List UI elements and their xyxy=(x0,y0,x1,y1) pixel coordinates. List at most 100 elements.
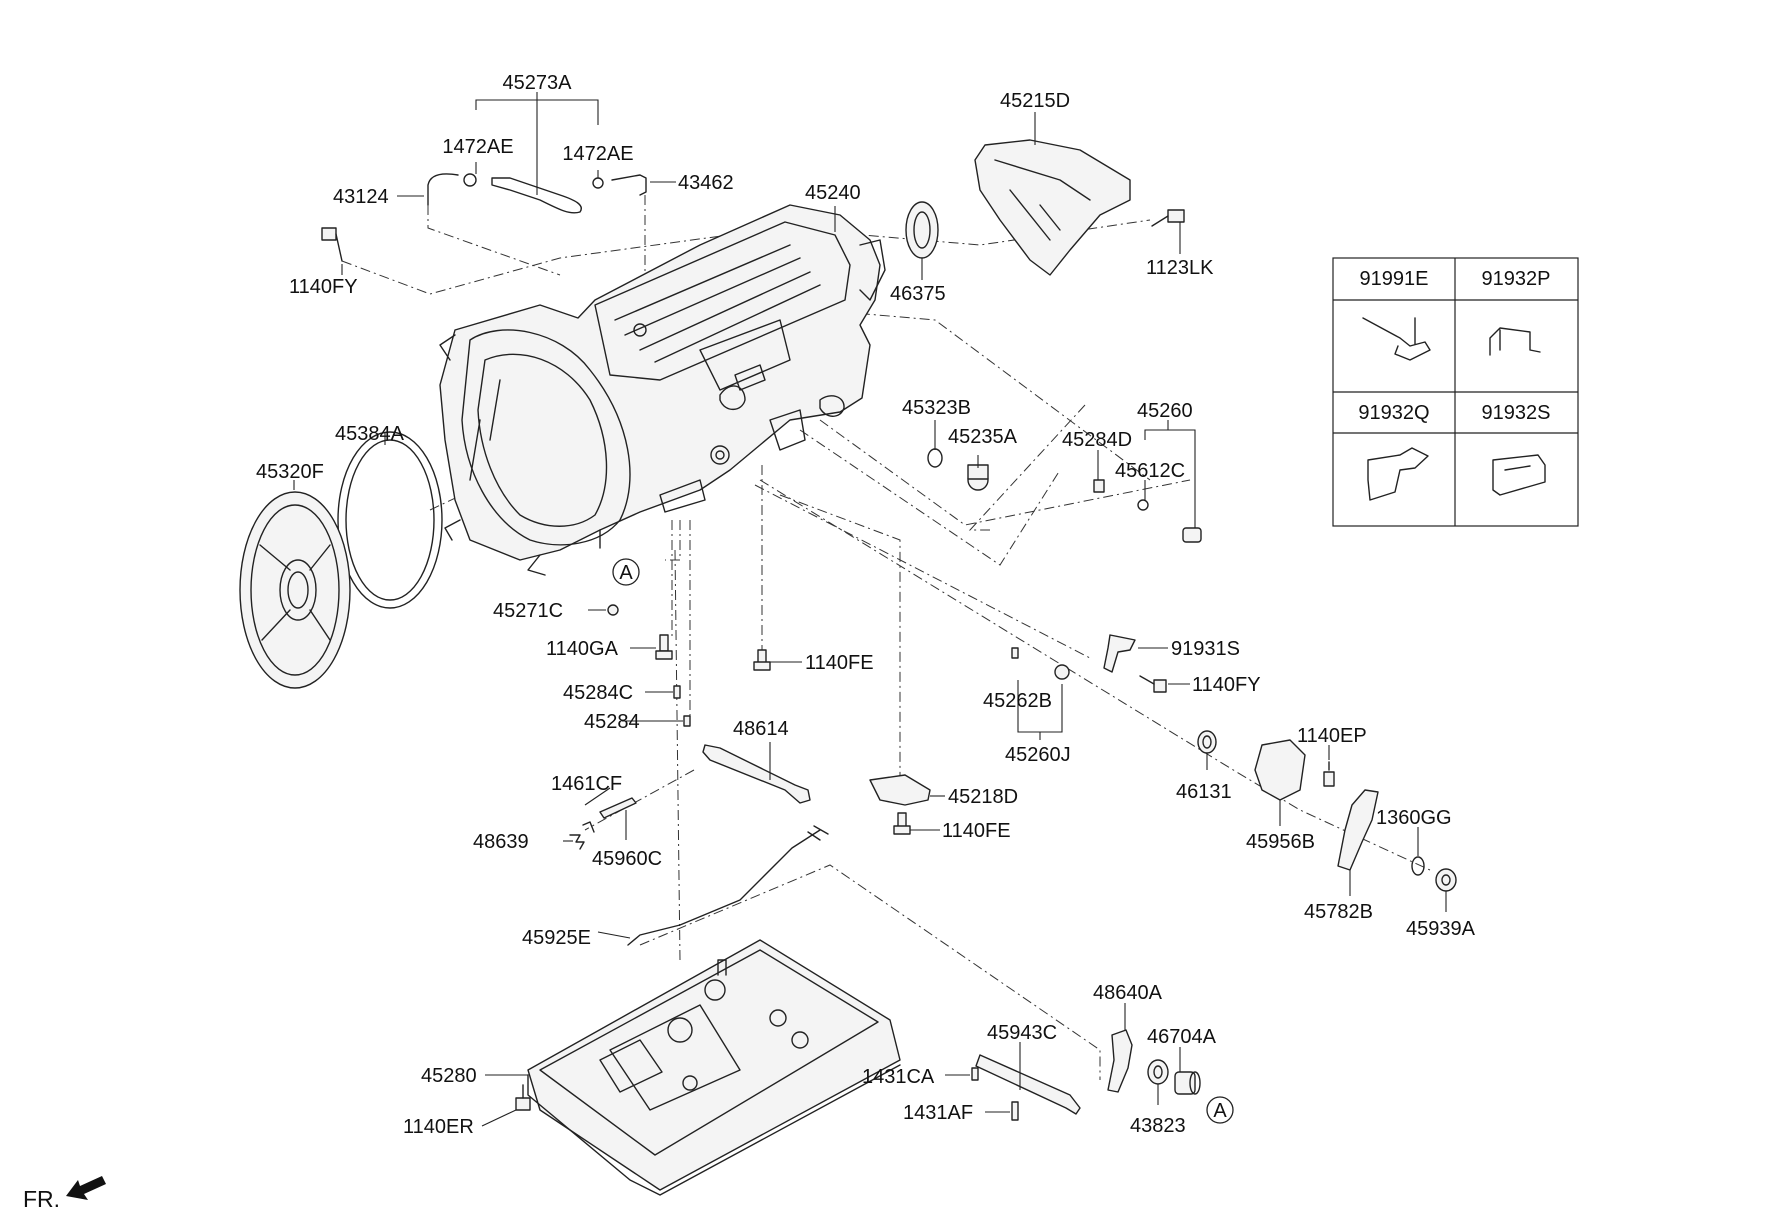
seal-46131 xyxy=(1197,730,1217,754)
plug-45235a xyxy=(967,464,989,491)
plug-45262b xyxy=(1054,664,1070,680)
reference-marker-a-upper: A xyxy=(612,558,640,586)
label-1140fe-low: 1140FE xyxy=(942,820,1011,842)
icon-91991e-bracket xyxy=(1362,317,1431,361)
clamp-1472ae-left xyxy=(463,173,477,187)
reference-marker-a-text: A xyxy=(1213,1100,1227,1122)
transmission-case xyxy=(439,204,886,576)
label-1123lk: 1123LK xyxy=(1146,257,1214,279)
bracket-45215d xyxy=(974,139,1131,276)
shaft-45943c xyxy=(975,1054,1081,1115)
front-arrow-icon xyxy=(66,1176,106,1200)
label-1140ep: 1140EP xyxy=(1297,725,1367,747)
pin-45284 xyxy=(683,715,691,727)
icon-91932q-bracket xyxy=(1367,447,1429,501)
label-1472ae-right: 1472AE xyxy=(562,143,633,165)
table-cell-91932s: 91932S xyxy=(1482,402,1551,424)
label-45956b: 45956B xyxy=(1246,831,1315,853)
label-45384a: 45384A xyxy=(335,423,405,445)
cable-45925e xyxy=(627,829,821,946)
bolt-1123lk xyxy=(1151,209,1185,227)
label-1140fy-mid: 1140FY xyxy=(1192,674,1261,696)
label-1431af: 1431AF xyxy=(903,1102,973,1124)
label-45273a: 45273A xyxy=(503,72,573,94)
o-ring-45612c xyxy=(1137,499,1149,511)
clamp-1472ae-right xyxy=(592,177,604,189)
front-direction-indicator: FR. xyxy=(23,1176,106,1211)
breather-pipe-43124 xyxy=(427,173,459,206)
label-46375: 46375 xyxy=(890,283,946,305)
pin-1431af xyxy=(1011,1101,1019,1121)
label-45215d: 45215D xyxy=(1000,90,1070,112)
hose-45273a xyxy=(491,177,582,214)
washer-1360gg xyxy=(1411,856,1425,876)
label-45939a: 45939A xyxy=(1406,918,1476,940)
pin-1431ca xyxy=(971,1067,979,1081)
bracket-45218d xyxy=(869,774,931,806)
label-45943c: 45943C xyxy=(987,1022,1057,1044)
bolt-1140er xyxy=(515,1084,531,1111)
label-1461cf: 1461CF xyxy=(551,773,622,795)
label-1140fe-mid: 1140FE xyxy=(805,652,874,674)
label-45320f: 45320F xyxy=(256,461,324,483)
icon-91932p-bracket xyxy=(1489,327,1541,356)
label-1140fy-top: 1140FY xyxy=(289,276,358,298)
label-43124: 43124 xyxy=(333,186,389,208)
label-45284d: 45284D xyxy=(1062,429,1132,451)
pin-1461cf xyxy=(582,821,595,833)
lever-48614 xyxy=(702,744,811,804)
inhibitor-switch-45956b xyxy=(1254,739,1306,801)
shaft-45960c xyxy=(599,797,637,819)
label-45782b: 45782B xyxy=(1304,901,1373,923)
label-45284c: 45284C xyxy=(563,682,633,704)
label-46704a: 46704A xyxy=(1147,1026,1217,1048)
label-45280: 45280 xyxy=(421,1065,477,1087)
bushing-43823 xyxy=(1147,1059,1169,1085)
label-45260j: 45260J xyxy=(1005,744,1071,766)
fitting-43462 xyxy=(611,174,647,196)
reference-marker-a-text: A xyxy=(619,562,633,584)
clip-45262b xyxy=(1011,647,1019,659)
fr-label: FR. xyxy=(23,1186,60,1211)
label-1431ca: 1431CA xyxy=(862,1066,935,1088)
table-cell-91932q: 91932Q xyxy=(1358,402,1429,424)
label-46131: 46131 xyxy=(1176,781,1232,803)
label-43462: 43462 xyxy=(678,172,734,194)
label-45218d: 45218D xyxy=(948,786,1018,808)
sleeve-46704a xyxy=(1174,1071,1201,1095)
bracket-91931s xyxy=(1103,634,1136,673)
pin-45284d xyxy=(1093,479,1105,493)
label-45284: 45284 xyxy=(584,711,640,733)
oil-pan-45280 xyxy=(527,939,901,1196)
nut-45939a xyxy=(1435,868,1457,892)
label-48639: 48639 xyxy=(473,831,529,853)
label-1472ae-left: 1472AE xyxy=(442,136,513,158)
seal-46375 xyxy=(905,201,939,259)
pin-45284c xyxy=(673,685,681,699)
washer-45323b xyxy=(927,448,943,468)
label-45960c: 45960C xyxy=(592,848,662,870)
icon-91932s-bracket xyxy=(1492,454,1546,496)
leader-lines xyxy=(293,92,1447,1127)
gasket-ring-45384a xyxy=(337,431,443,609)
label-48640a: 48640A xyxy=(1093,982,1163,1004)
oil-pump-45320f xyxy=(239,491,351,689)
label-1140er: 1140ER xyxy=(403,1116,474,1138)
bolt-1140ga xyxy=(655,634,673,660)
label-45271c: 45271C xyxy=(493,600,563,622)
bolt-1140fe-mid xyxy=(753,649,771,671)
bolt-1140fe-low xyxy=(893,812,911,835)
label-1140ga: 1140GA xyxy=(546,638,619,660)
label-45262b: 45262B xyxy=(983,690,1052,712)
nut-45271c xyxy=(607,604,619,616)
bolt-1140ep xyxy=(1323,761,1335,787)
label-43823: 43823 xyxy=(1130,1115,1186,1137)
label-48614: 48614 xyxy=(733,718,789,740)
label-1360gg: 1360GG xyxy=(1376,807,1452,829)
label-45235a: 45235A xyxy=(948,426,1018,448)
spring-48639 xyxy=(569,834,585,850)
table-cell-91932p: 91932P xyxy=(1482,268,1551,290)
detent-lever-48640a xyxy=(1107,1029,1133,1093)
label-45925e: 45925E xyxy=(522,927,591,949)
